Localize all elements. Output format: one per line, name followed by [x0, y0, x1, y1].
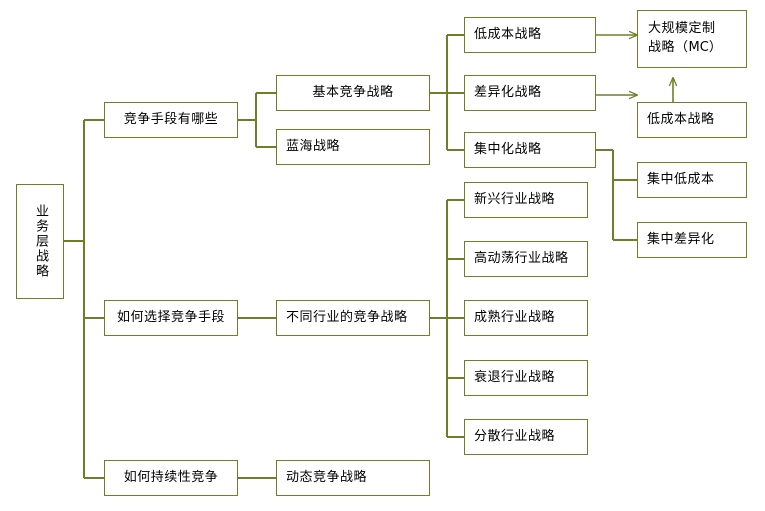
node-label: 如何持续性竞争	[123, 470, 219, 485]
node-label: 如何选择竞争手段	[116, 310, 225, 325]
node-label: 新兴行业战略	[474, 192, 556, 207]
node-label: 基本竞争战略	[312, 85, 394, 100]
node-label-line2-suffix: ）	[708, 40, 723, 55]
node-label-mc-abbreviation: MC	[688, 40, 709, 55]
node-how-to-choose-competitive-means: 如何选择竞争手段	[104, 300, 238, 336]
node-label: 高动荡行业战略	[474, 251, 569, 266]
node-label: 业务层战略	[33, 204, 48, 279]
node-label: 低成本战略	[474, 27, 542, 42]
node-industry-competitive-strategies: 不同行业的竞争战略	[276, 300, 430, 336]
node-label: 蓝海战略	[286, 139, 341, 154]
node-basic-competitive-strategy: 基本竞争战略	[276, 75, 430, 111]
node-focused-low-cost: 集中低成本	[637, 162, 747, 198]
node-how-to-compete-sustainably: 如何持续性竞争	[104, 460, 238, 496]
node-label: 不同行业的竞争战略	[286, 310, 408, 325]
node-label: 集中差异化	[647, 232, 715, 247]
node-declining-industry-strategy: 衰退行业战略	[464, 360, 588, 396]
node-label: 分散行业战略	[474, 429, 556, 444]
node-low-cost-strategy-outcome: 低成本战略	[637, 102, 747, 138]
node-label: 集中低成本	[647, 172, 715, 187]
node-focus-strategy: 集中化战略	[464, 132, 596, 168]
node-dynamic-competition-strategy: 动态竞争战略	[276, 460, 430, 496]
node-label: 衰退行业战略	[474, 370, 556, 385]
node-focused-differentiation: 集中差异化	[637, 222, 747, 258]
node-root-business-level-strategy: 业务层战略	[16, 184, 64, 299]
node-emerging-industry-strategy: 新兴行业战略	[464, 182, 588, 218]
node-label: 动态竞争战略	[286, 470, 368, 485]
node-label-line2: 战略（MC）	[648, 38, 746, 57]
node-high-turbulence-industry-strategy: 高动荡行业战略	[464, 241, 588, 277]
node-label-line1: 大规模定制	[648, 21, 716, 36]
node-competitive-means: 竞争手段有哪些	[104, 102, 238, 138]
node-label: 集中化战略	[474, 142, 542, 157]
node-label: 竞争手段有哪些	[123, 112, 219, 127]
node-label: 差异化战略	[474, 85, 542, 100]
node-mass-customization-strategy: 大规模定制 战略（MC）	[637, 10, 747, 68]
node-fragmented-industry-strategy: 分散行业战略	[464, 419, 588, 455]
node-label: 低成本战略	[647, 112, 715, 127]
node-blue-ocean-strategy: 蓝海战略	[276, 129, 430, 165]
node-differentiation-strategy: 差异化战略	[464, 75, 596, 111]
node-mature-industry-strategy: 成熟行业战略	[464, 300, 588, 336]
node-label: 成熟行业战略	[474, 310, 556, 325]
node-label-line2-prefix: 战略（	[648, 40, 689, 55]
node-low-cost-strategy: 低成本战略	[464, 17, 596, 53]
